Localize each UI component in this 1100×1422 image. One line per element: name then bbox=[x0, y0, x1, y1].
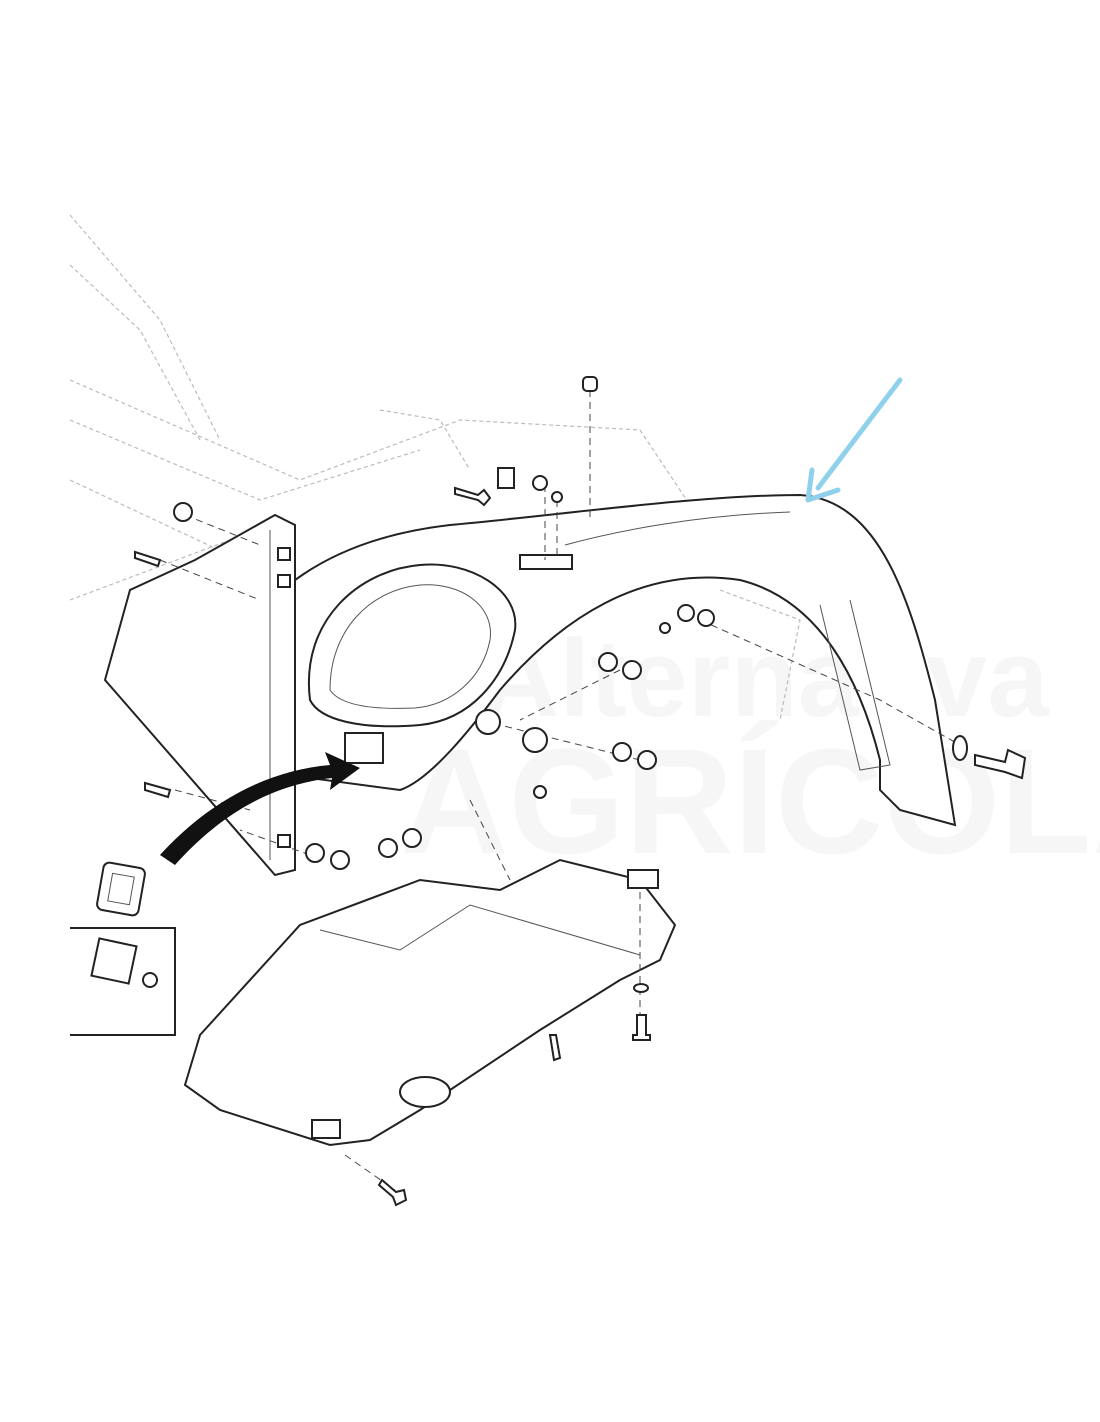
clip-nut-icon bbox=[497, 467, 515, 489]
cap-icon bbox=[522, 727, 548, 753]
washer-icon bbox=[633, 983, 649, 993]
clip-icon bbox=[90, 937, 138, 985]
clip-icon bbox=[277, 834, 291, 848]
callout-arrow-icon bbox=[160, 752, 360, 865]
fasteners bbox=[134, 376, 1027, 1207]
clip-nut-icon bbox=[627, 869, 659, 889]
screw-icon bbox=[377, 1178, 408, 1207]
washer-icon bbox=[173, 502, 193, 522]
nut-icon bbox=[330, 850, 350, 870]
rear-fender bbox=[232, 493, 957, 827]
screw-icon bbox=[632, 1014, 651, 1041]
fender-lamp-hole bbox=[475, 709, 501, 735]
bolt-icon bbox=[454, 486, 492, 507]
bolt-icon bbox=[144, 781, 172, 799]
nut-icon bbox=[637, 750, 657, 770]
screw-icon bbox=[659, 622, 671, 634]
nut-icon bbox=[697, 609, 715, 627]
plug-icon bbox=[532, 475, 548, 491]
plug-icon bbox=[551, 491, 563, 503]
clip-detail-inset bbox=[70, 861, 176, 1036]
screw-icon bbox=[548, 1034, 562, 1062]
fender-top-bracket bbox=[519, 554, 573, 570]
bolt-icon bbox=[134, 550, 162, 568]
washer-icon bbox=[677, 604, 695, 622]
panel-recess bbox=[399, 1076, 451, 1108]
washer-icon bbox=[612, 742, 632, 762]
washer-icon bbox=[305, 843, 325, 863]
nut-icon bbox=[622, 660, 642, 680]
panel-tab bbox=[311, 1119, 341, 1139]
tractor-frame-background bbox=[69, 214, 801, 721]
clip-icon bbox=[96, 861, 146, 917]
nut-icon bbox=[378, 838, 398, 858]
washer-icon bbox=[598, 652, 618, 672]
highlight-arrow-icon bbox=[805, 377, 903, 503]
bolt-icon bbox=[974, 748, 1027, 780]
washer-icon bbox=[952, 735, 968, 761]
clip-icon bbox=[277, 547, 291, 561]
fender-clip-slot bbox=[344, 732, 384, 764]
plug-icon bbox=[533, 785, 547, 799]
fender-side-panel bbox=[103, 513, 296, 877]
nut-icon bbox=[142, 972, 158, 988]
fender-lower-panel bbox=[183, 858, 677, 1147]
plug-icon bbox=[582, 376, 598, 392]
washer-icon bbox=[402, 828, 422, 848]
clip-icon bbox=[277, 574, 291, 588]
